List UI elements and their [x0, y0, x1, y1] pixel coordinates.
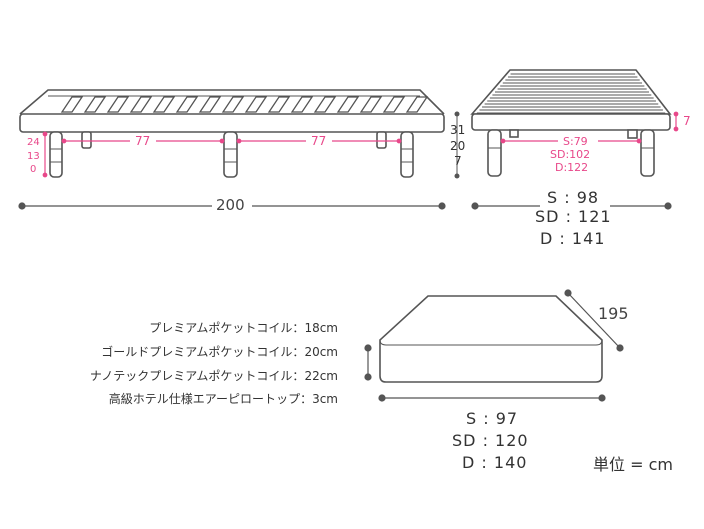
- slat: [60, 96, 84, 113]
- inner-width-s: S:79: [563, 135, 588, 148]
- leg: [223, 131, 238, 178]
- side-slats: [60, 96, 429, 113]
- slat: [106, 96, 130, 113]
- slat: [336, 96, 360, 113]
- leg: [400, 131, 414, 178]
- end-view-bed: [470, 69, 672, 177]
- mattress-drawing: [379, 295, 603, 383]
- leg-back: [627, 129, 638, 139]
- slat: [221, 96, 245, 113]
- spec-row-4: 高級ホテル仕様エアーピロートップ：3cm: [109, 393, 338, 405]
- mattress-width-d: D : 140: [462, 453, 528, 472]
- leg-back: [376, 131, 387, 149]
- side-height-markers: [454, 111, 460, 179]
- spec-name: 高級ホテル仕様エアーピロートップ：: [108, 392, 313, 406]
- mattress-dims: [364, 289, 624, 402]
- segment-right-label: 77: [311, 134, 327, 148]
- spec-row-2: ゴールドプレミアムポケットコイル：20cm: [101, 346, 338, 358]
- leg-height-pink-1: 24: [27, 137, 40, 148]
- length-dimension-line: [18, 202, 446, 210]
- slat: [313, 96, 337, 113]
- leg-height-right-1: 31: [450, 123, 466, 137]
- inner-width-sd: SD:102: [550, 148, 591, 161]
- side-view-bed: [19, 89, 445, 178]
- spec-value: 3cm: [312, 392, 338, 406]
- spec-value: 20cm: [304, 345, 338, 359]
- slat: [129, 96, 153, 113]
- bed-length-label: 200: [216, 196, 245, 214]
- spec-value: 18cm: [304, 321, 338, 335]
- end-slats: [476, 73, 666, 114]
- leg-height-right-3: 7: [454, 154, 462, 168]
- spec-name: ゴールドプレミアムポケットコイル：: [101, 345, 305, 359]
- leg-back: [509, 129, 519, 138]
- slat: [175, 96, 199, 113]
- inner-width-d: D:122: [555, 161, 589, 174]
- slat: [267, 96, 291, 113]
- leg-back: [81, 131, 92, 149]
- slat: [83, 96, 107, 113]
- mattress-width-s: S : 97: [466, 409, 519, 428]
- leg: [487, 129, 502, 177]
- bed-width-s: S : 98: [547, 188, 600, 207]
- slat: [382, 96, 406, 113]
- mattress-width-sd: SD : 120: [452, 431, 529, 450]
- segment-left-label: 77: [135, 134, 151, 148]
- width-dimension-line: [471, 202, 672, 210]
- spec-value: 22cm: [304, 369, 338, 383]
- end-pink-dims: [500, 111, 679, 144]
- spec-name: ナノテックプレミアムポケットコイル：: [89, 369, 305, 383]
- spec-row-1: プレミアムポケットコイル：18cm: [149, 322, 338, 334]
- slat: [405, 96, 429, 113]
- bed-width-sd: SD : 121: [535, 207, 612, 226]
- frame-height-label: 7: [683, 114, 691, 128]
- leg: [49, 131, 63, 178]
- slat: [198, 96, 222, 113]
- leg-height-right-2: 20: [450, 139, 466, 153]
- slat: [359, 96, 383, 113]
- leg-height-pink-3: 0: [30, 164, 37, 175]
- slat: [244, 96, 268, 113]
- side-pink-dims: [42, 131, 402, 178]
- slat: [290, 96, 314, 113]
- unit-label: 単位 = cm: [593, 455, 673, 474]
- mattress-length-label: 195: [598, 304, 629, 323]
- bed-width-d: D : 141: [540, 229, 606, 248]
- leg: [640, 129, 655, 177]
- spec-name: プレミアムポケットコイル：: [149, 321, 305, 335]
- leg-height-pink-2: 13: [27, 151, 40, 162]
- spec-row-3: ナノテックプレミアムポケットコイル：22cm: [90, 370, 338, 382]
- slat: [152, 96, 176, 113]
